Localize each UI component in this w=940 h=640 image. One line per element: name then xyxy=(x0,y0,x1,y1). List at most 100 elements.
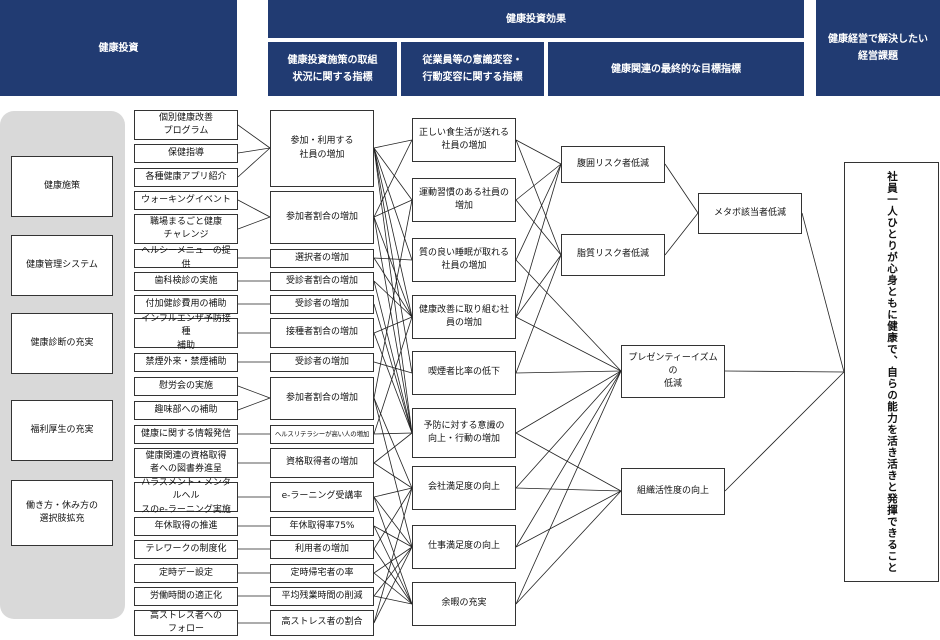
connector-behavior-goal xyxy=(515,490,622,605)
connector-indicator-behavior xyxy=(373,462,413,489)
indicator-high-stress-ratio: 高ストレス者の割合 xyxy=(270,610,374,636)
measure-dental-checkup: 歯科検診の実施 xyxy=(134,272,238,291)
connector-indicator-behavior xyxy=(373,487,413,498)
connector-behavior-goal xyxy=(515,163,562,261)
indicator-overtime-reduction: 平均残業時間の削減 xyxy=(270,587,374,606)
connector-indicator-behavior xyxy=(373,572,413,605)
goal-waist-risk: 腹囲リスク者低減 xyxy=(561,146,665,183)
behavior-diet: 正しい食生活が送れる 社員の増加 xyxy=(412,118,516,162)
connector-indicator-behavior xyxy=(373,316,413,334)
goal-presenteeism: プレゼンティーイズムの 低減 xyxy=(621,345,725,398)
measure-workplace-challenge: 職場まるごと健康 チャレンジ xyxy=(134,214,238,244)
measure-hobby-club: 趣味部への補助 xyxy=(134,401,238,420)
measure-walking-event: ウォーキングイベント xyxy=(134,191,238,210)
connector-goal-issue xyxy=(664,212,699,256)
measure-flu-vaccine: インフルエンザ予防接種 補助 xyxy=(134,314,238,351)
connector-indicator-behavior xyxy=(373,525,413,605)
connector-behavior-goal xyxy=(515,370,622,605)
indicator-examinees-2: 受診者の増加 xyxy=(270,353,374,372)
header-initiative-indicators: 健康投資施策の取組 状況に関する指標 xyxy=(268,42,397,96)
category-checkup: 健康診断の充実 xyxy=(11,313,113,374)
connector-goal-issue xyxy=(664,163,699,214)
connector-indicator-behavior xyxy=(373,139,413,218)
connector-behavior-goal xyxy=(515,199,562,256)
connector-indicator-behavior xyxy=(373,332,413,434)
connector-behavior-goal xyxy=(515,259,622,372)
connector-indicator-behavior xyxy=(373,147,413,318)
behavior-health-improvement: 健康改善に取り組む社 員の増加 xyxy=(412,295,516,339)
connector-goal-issue xyxy=(724,371,845,492)
connector-goal-issue xyxy=(801,212,845,373)
connector-measure-indicator xyxy=(237,216,271,230)
measure-harassment-elearning: ハラスメント・メンタルヘル スのe-ラーニング実施 xyxy=(134,478,238,515)
connector-indicator-behavior xyxy=(373,546,413,574)
behavior-job-satisfaction: 仕事満足度の向上 xyxy=(412,525,516,569)
goal-metabolic: メタボ該当者低減 xyxy=(698,193,802,234)
connector-behavior-goal xyxy=(515,139,562,165)
indicator-checkup-rate: 受診者割合の増加 xyxy=(270,272,374,291)
connector-behavior-goal xyxy=(515,370,622,489)
connector-behavior-goal xyxy=(515,139,562,256)
goal-engagement: 組織活性度の向上 xyxy=(621,468,725,515)
connector-indicator-behavior xyxy=(373,432,413,464)
connector-behavior-goal xyxy=(515,254,562,374)
header-health-investment: 健康投資 xyxy=(0,0,237,96)
connector-indicator-behavior xyxy=(373,257,413,261)
measure-smoking-cessation: 禁煙外来・禁煙補助 xyxy=(134,353,238,372)
measure-working-hours: 労働時間の適正化 xyxy=(134,587,238,606)
connector-indicator-behavior xyxy=(373,432,413,435)
connector-indicator-behavior xyxy=(373,139,413,149)
indicator-certified: 資格取得者の増加 xyxy=(270,448,374,478)
connector-behavior-goal xyxy=(515,316,622,372)
measure-annual-leave: 年休取得の推進 xyxy=(134,517,238,536)
indicator-vaccination-rate: 接種者割合の増加 xyxy=(270,318,374,348)
measure-healthy-menu: ヘルシーメニューの提供 xyxy=(134,246,238,270)
connector-indicator-behavior xyxy=(373,487,413,624)
connector-behavior-goal xyxy=(515,370,622,374)
measure-telework: テレワークの制度化 xyxy=(134,540,238,559)
measure-individual-program: 個別健康改善 プログラム xyxy=(134,110,238,140)
behavior-prevention: 予防に対する意識の 向上・行動の増加 xyxy=(412,408,516,458)
connector-behavior-goal xyxy=(515,163,562,318)
indicator-participation-rate-2: 参加者割合の増加 xyxy=(270,377,374,420)
behavior-sleep: 質の良い睡眠が取れる 社員の増加 xyxy=(412,238,516,282)
indicator-health-literacy: ヘルスリテラシーが高い人の増加 xyxy=(270,425,374,444)
goal-lipid-risk: 脂質リスク者低減 xyxy=(561,234,665,276)
indicator-participants: 参加・利用する 社員の増加 xyxy=(270,110,374,187)
indicator-participation-rate-1: 参加者割合の増加 xyxy=(270,191,374,244)
behavior-company-satisfaction: 会社満足度の向上 xyxy=(412,466,516,510)
behavior-exercise: 運動習慣のある社員の 増加 xyxy=(412,178,516,222)
connector-indicator-behavior xyxy=(373,397,413,489)
category-health-system: 健康管理システム xyxy=(11,235,113,296)
connector-indicator-behavior xyxy=(373,257,413,318)
indicator-elearning-rate: e-ラーニング受講率 xyxy=(270,482,374,512)
measure-high-stress-followup: 高ストレス者への フォロー xyxy=(134,610,238,636)
connector-behavior-goal xyxy=(515,254,562,318)
connector-indicator-behavior xyxy=(373,303,413,434)
indicator-leave-rate: 年休取得率75% xyxy=(270,517,374,536)
connector-indicator-behavior xyxy=(373,487,413,550)
connector-behavior-goal xyxy=(515,487,622,492)
header-management-issue: 健康経営で解決したい 経営課題 xyxy=(816,0,940,96)
connector-indicator-behavior xyxy=(373,525,413,548)
connector-indicator-behavior xyxy=(373,397,413,548)
connector-goal-issue xyxy=(724,370,845,373)
behavior-leisure: 余暇の充実 xyxy=(412,582,516,626)
connector-indicator-behavior xyxy=(373,316,413,435)
header-investment-effect: 健康投資効果 xyxy=(268,0,804,38)
category-health-measures: 健康施策 xyxy=(11,156,113,217)
behavior-smoking-rate: 喫煙者比率の低下 xyxy=(412,351,516,395)
connector-measure-indicator xyxy=(237,124,271,149)
connector-behavior-goal xyxy=(515,490,622,548)
connector-behavior-goal xyxy=(515,370,622,548)
indicator-users: 利用者の増加 xyxy=(270,540,374,559)
connector-behavior-goal xyxy=(515,163,562,201)
connector-indicator-behavior xyxy=(373,199,413,399)
connector-indicator-behavior xyxy=(373,548,413,605)
connector-measure-indicator xyxy=(237,397,271,411)
connector-measure-indicator xyxy=(237,147,271,154)
connector-indicator-behavior xyxy=(373,147,413,201)
connector-indicator-behavior xyxy=(373,147,413,434)
connector-behavior-goal xyxy=(515,432,622,492)
